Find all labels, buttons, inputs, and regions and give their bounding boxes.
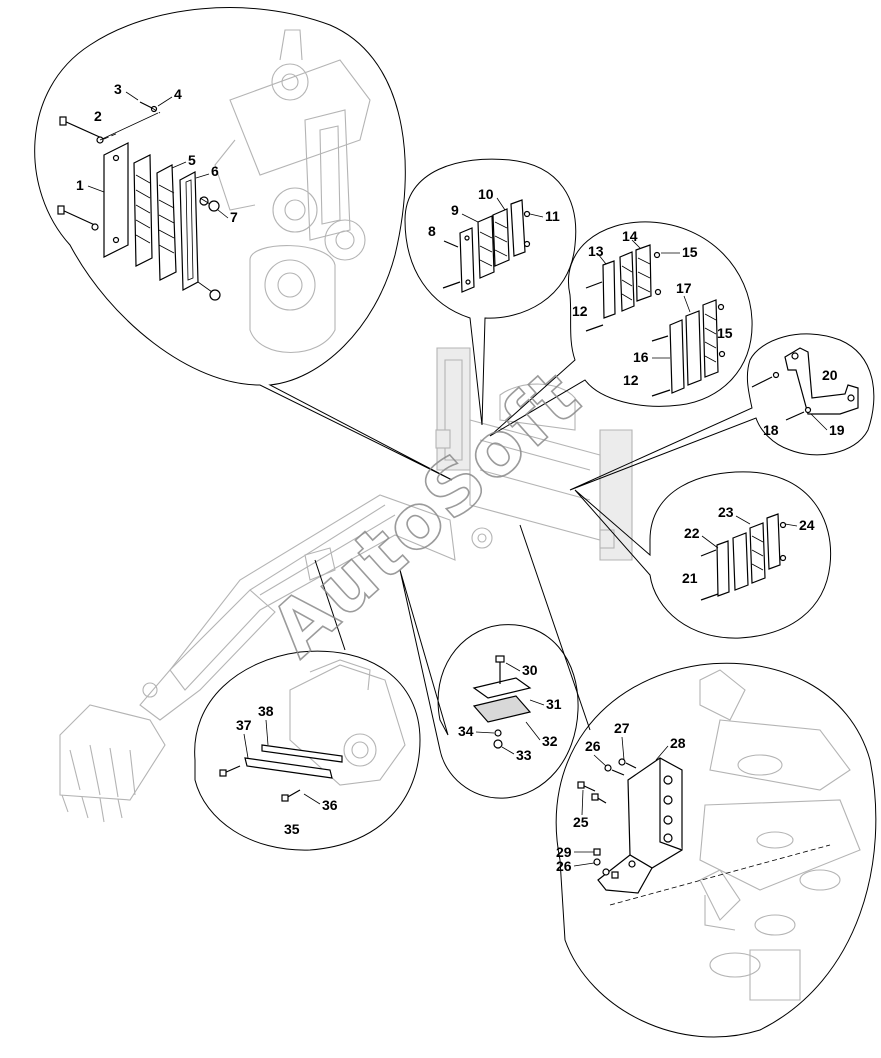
callout-24: 24 [799,517,815,533]
bracket-plate-part [103,142,129,258]
detail-bubble-mast-top [34,7,453,481]
detail-bubble-plates: 30 31 34 32 33 [399,569,579,799]
callout-11: 11 [545,208,560,224]
callout-36: 36 [322,797,338,813]
detail-bubble-clamp-large: 13 14 15 12 17 15 16 12 [489,221,753,437]
callout-25: 25 [573,814,589,830]
callout-13: 13 [588,243,604,259]
callout-21: 21 [682,570,698,586]
callout-30: 30 [522,662,538,678]
detail-bubble-boom-base: 38 37 36 35 [194,559,421,851]
callout-15a: 15 [682,244,698,260]
callout-18: 18 [763,422,779,438]
callout-33: 33 [516,747,532,763]
callout-37: 37 [236,717,252,733]
detail-bubble-clamp-right: 23 24 22 21 [574,471,832,639]
callout-28: 28 [670,735,686,751]
callout-16: 16 [633,349,649,365]
callout-10: 10 [478,186,494,202]
callout-26a: 26 [585,738,601,754]
callout-31: 31 [546,696,562,712]
callout-35: 35 [284,821,300,837]
watermark: AutoSoft [254,353,597,674]
grab-handle-part [784,347,859,415]
detail-bubble-handle: 20 18 19 [569,333,875,491]
callout-29: 29 [556,844,572,860]
callout-14: 14 [622,228,638,244]
callout-8: 8 [428,223,436,239]
callout-15b: 15 [717,325,733,341]
machine-body [59,347,633,823]
callout-32: 32 [542,733,558,749]
callout-12a: 12 [572,303,588,319]
callout-26b: 26 [556,858,572,874]
detail-bubble-swing-frame: 28 27 26 25 29 26 [519,524,877,1038]
callout-7: 7 [230,209,238,225]
callout-34: 34 [458,723,474,739]
callout-38: 38 [258,703,274,719]
callout-17: 17 [676,280,692,296]
callout-9: 9 [451,202,459,218]
bar-plate-part [244,757,333,779]
mounting-bracket-part [627,757,683,869]
callout-1: 1 [76,177,84,193]
callout-19: 19 [829,422,845,438]
callout-23: 23 [718,504,734,520]
parts-group-1-7: 1 2 3 4 5 6 7 [57,81,238,301]
callout-27: 27 [614,720,630,736]
callout-2: 2 [94,108,102,124]
callout-3: 3 [114,81,122,97]
callout-22: 22 [684,525,700,541]
callout-4: 4 [174,86,182,102]
callout-12b: 12 [623,372,639,388]
callout-5: 5 [188,152,196,168]
callout-20: 20 [822,367,838,383]
clamp-strip-part [133,154,153,267]
callout-6: 6 [211,163,219,179]
detail-bubble-clamp-small: 8 9 10 11 [404,158,577,426]
